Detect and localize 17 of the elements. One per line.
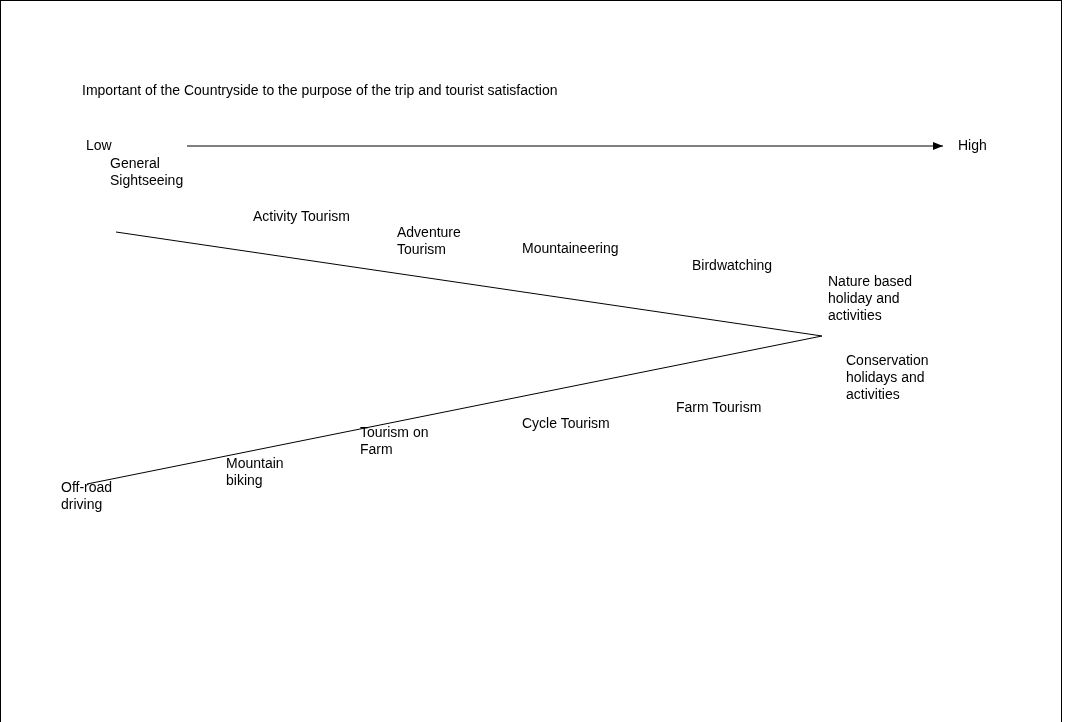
activity-label: Tourism on Farm xyxy=(360,424,455,458)
activity-label: Conservation holidays and activities xyxy=(846,352,971,403)
activity-label: Cycle Tourism xyxy=(522,415,642,432)
activity-label: Birdwatching xyxy=(692,257,812,274)
activity-label: Farm Tourism xyxy=(676,399,796,416)
activity-label: Off-road driving xyxy=(61,479,146,513)
activity-label: Mountaineering xyxy=(522,240,672,257)
line xyxy=(86,335,823,485)
activity-label: General Sightseeing xyxy=(110,155,220,189)
activity-label: Nature based holiday and activities xyxy=(828,273,953,324)
activity-label: Adventure Tourism xyxy=(397,224,497,258)
activity-label: Mountain biking xyxy=(226,455,311,489)
activity-label: Activity Tourism xyxy=(253,208,403,225)
line xyxy=(115,231,823,337)
scale-label: High xyxy=(958,137,987,153)
scale-label: Low xyxy=(86,137,112,153)
title: Important of the Countryside to the purpose of the trip and tourist satisfaction xyxy=(82,82,558,98)
